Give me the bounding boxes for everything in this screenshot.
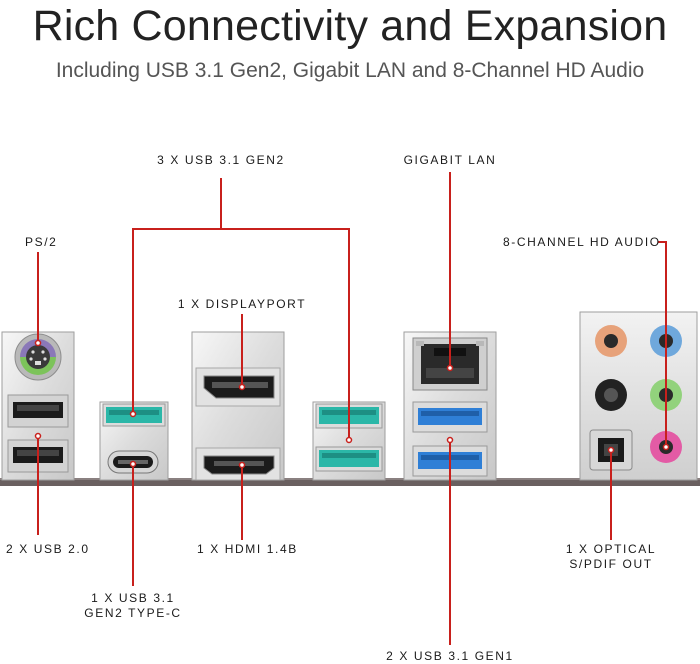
label-ps2: PS/2 xyxy=(25,235,58,249)
label-optical-line2: S/PDIF OUT xyxy=(569,557,653,571)
audio-stack xyxy=(579,311,698,481)
label-typec-line1: 1 X USB 3.1 xyxy=(91,591,175,605)
page-title: Rich Connectivity and Expansion xyxy=(32,2,668,50)
callout-lines xyxy=(37,172,667,645)
label-hd-audio: 8-CHANNEL HD AUDIO xyxy=(503,235,661,249)
board-edge xyxy=(0,478,700,486)
label-optical-line1: 1 X OPTICAL xyxy=(565,542,657,556)
label-typec-line2: GEN2 TYPE-C xyxy=(84,606,182,620)
label-usb31-gen2: 3 X USB 3.1 GEN2 xyxy=(157,153,285,167)
label-usb31-gen1: 2 X USB 3.1 GEN1 xyxy=(386,649,514,663)
label-hdmi: 1 X HDMI 1.4B xyxy=(197,542,298,556)
video-stack xyxy=(191,331,285,481)
page-subtitle: Including USB 3.1 Gen2, Gigabit LAN and … xyxy=(55,59,645,82)
label-usb20: 2 X USB 2.0 xyxy=(6,542,90,556)
ps2-usb20-stack xyxy=(1,331,75,481)
callout-hd-audio xyxy=(658,241,667,447)
label-displayport: 1 X DISPLAYPORT xyxy=(177,297,307,311)
label-gigabit-lan: GIGABIT LAN xyxy=(403,153,497,167)
callout-dots xyxy=(34,339,670,469)
